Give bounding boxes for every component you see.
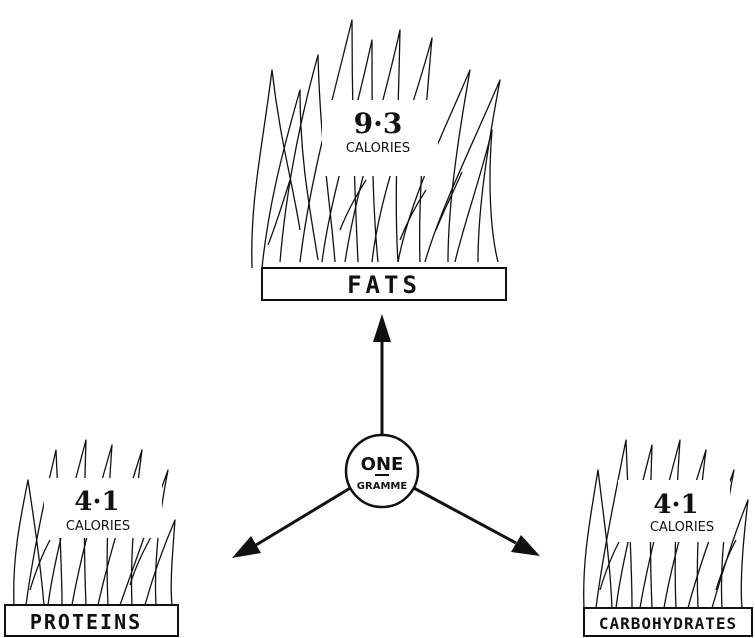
carbohydrates-node: 4·1 CALORIES CARBOHYDRATES — [584, 440, 752, 636]
center-line1: ONE — [361, 454, 404, 475]
proteins-node: 4·1 CALORIES PROTEINS — [5, 440, 178, 636]
fats-label: FATS — [347, 271, 421, 299]
proteins-calorie-unit: CALORIES — [66, 519, 130, 534]
center-node: ONE GRAMME — [346, 435, 418, 507]
center-line2: GRAMME — [357, 481, 408, 492]
fats-calorie-value: 9·3 — [354, 107, 403, 140]
proteins-label: PROTEINS — [30, 610, 142, 634]
fats-node: 9·3 CALORIES FATS — [252, 20, 506, 300]
arrow-to-proteins — [232, 487, 352, 558]
proteins-calorie-value: 4·1 — [74, 487, 119, 517]
carbohydrates-calorie-value: 4·1 — [653, 490, 698, 520]
arrow-to-fats — [373, 314, 391, 435]
carbohydrates-label: CARBOHYDRATES — [599, 614, 737, 633]
fats-calorie-unit: CALORIES — [346, 141, 410, 156]
carbohydrates-calorie-unit: CALORIES — [650, 520, 714, 535]
arrow-to-carbohydrates — [412, 487, 540, 556]
